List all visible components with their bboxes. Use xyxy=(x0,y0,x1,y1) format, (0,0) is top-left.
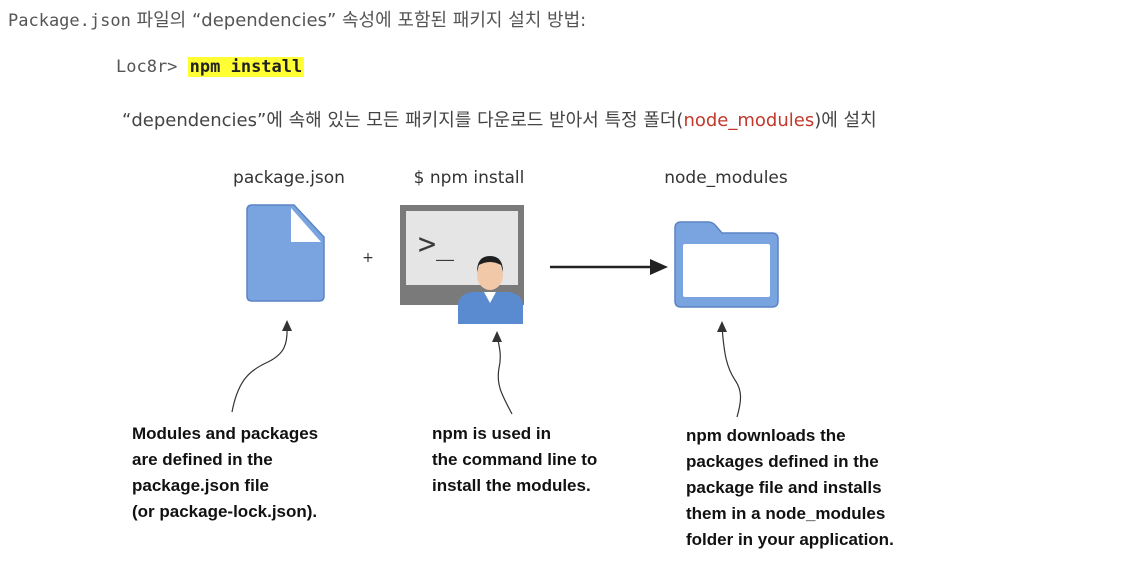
title-node-modules: node_modules xyxy=(664,168,788,188)
title-npm-install: $ npm install xyxy=(413,168,525,188)
caption-line: (or package-lock.json). xyxy=(132,502,318,521)
description-part1: “dependencies”에 속해 있는 모든 패키지를 다운로드 받아서 특… xyxy=(122,110,684,131)
headline-filename: Package.json xyxy=(8,11,131,31)
caption-line: packages defined in the xyxy=(686,452,879,471)
headline-text: 파일의 “dependencies” 속성에 포함된 패키지 설치 방법: xyxy=(130,10,587,31)
pointer-arrow-1 xyxy=(231,324,288,413)
title-package-json: package.json xyxy=(233,168,345,188)
pointer-arrow-3 xyxy=(721,325,742,418)
headline: Package.json 파일의 “dependencies” 속성에 포함된 … xyxy=(8,6,586,32)
description-highlight: node_modules xyxy=(683,110,815,131)
caption-line: are defined in the xyxy=(132,450,273,469)
terminal-prompt-glyph: >_ xyxy=(418,227,455,262)
caption-line: npm downloads the xyxy=(686,426,846,445)
caption-line: Modules and packages xyxy=(132,424,319,443)
pointer-arrow-2 xyxy=(496,335,513,415)
command-line: Loc8r> npm install xyxy=(116,57,305,77)
plus-sign: + xyxy=(362,250,374,266)
command-prompt: Loc8r> xyxy=(116,57,188,77)
caption-line: npm is used in xyxy=(432,424,552,443)
file-icon xyxy=(246,204,325,302)
monitor-icon: >_ xyxy=(400,205,524,305)
caption-line: the command line to xyxy=(432,450,598,469)
user-icon xyxy=(458,256,523,324)
folder-icon xyxy=(674,221,779,308)
caption-line: package.json file xyxy=(132,476,269,495)
caption-package-json: Modules and packages are defined in the … xyxy=(132,421,318,525)
caption-line: package file and installs xyxy=(686,478,882,497)
caption-line: folder in your application. xyxy=(686,530,894,549)
caption-line: install the modules. xyxy=(432,476,591,495)
command-text: npm install xyxy=(187,57,305,77)
description: “dependencies”에 속해 있는 모든 패키지를 다운로드 받아서 특… xyxy=(122,106,877,132)
arrow-icon xyxy=(550,259,668,275)
caption-npm-install: npm is used in the command line to insta… xyxy=(432,421,597,499)
caption-line: them in a node_modules xyxy=(686,504,886,523)
description-part2: )에 설치 xyxy=(814,110,877,131)
caption-node-modules: npm downloads the packages defined in th… xyxy=(686,423,894,553)
